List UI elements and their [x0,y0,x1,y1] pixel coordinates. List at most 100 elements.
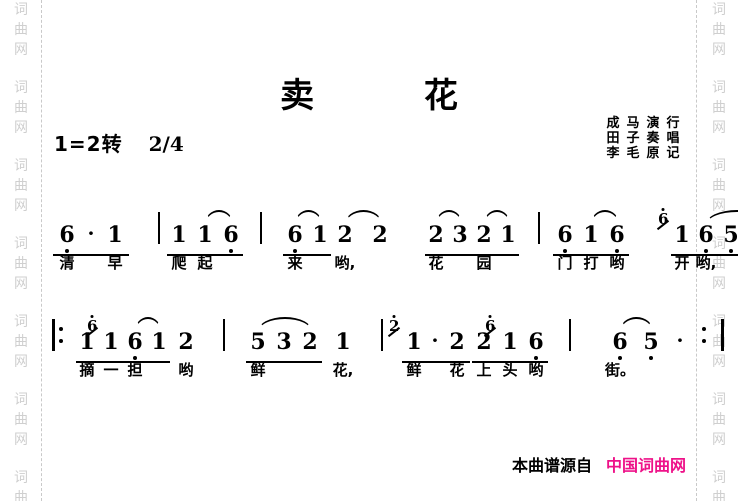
note-column: · [427,305,443,381]
note-number: 1 [103,329,119,355]
pitch-area: 2 [302,305,317,361]
credit-column-1: 行唱记 [664,116,682,161]
note-number: 6 [698,224,714,254]
octave-dot-high [661,208,665,211]
slur-arc [620,317,653,331]
watermark-char: 词 [712,470,726,486]
slur-arc [258,317,312,331]
pitch-area: 5 [723,198,738,254]
pitch-area: 1 [674,198,689,254]
repeat-barline-start [52,319,65,351]
credit-char: 毛 [626,146,640,161]
barline [158,212,160,244]
slur-arc [295,210,322,224]
note-column: · [82,198,100,274]
barline [223,319,225,351]
note-number: 1 [197,222,213,248]
note-number: 1 [406,329,422,355]
note-number: 1 [171,222,187,248]
watermark-char: 曲 [712,490,726,501]
lyric-syllable: 哟 [178,361,194,379]
lyric-syllable: 开 [674,254,690,272]
repeat-dot [702,339,706,343]
pitch-area: 2 [337,198,352,254]
watermark-char: 网 [14,42,28,58]
note-number: 6 [528,331,544,361]
note-number: 6 [127,331,143,361]
note-number: 1 [502,329,518,355]
watermark-group: 词曲网 [14,468,28,501]
note-number: 1 [312,222,328,248]
watermark-group: 词曲网 [712,390,726,450]
lyric-syllable: 门 [557,254,573,272]
repeat-dot [59,339,63,343]
watermark-char: 词 [14,2,28,18]
credit-column-3: 马子毛 [624,116,642,161]
credit-char: 奏 [646,131,660,146]
slur-arc [591,210,619,224]
note-number: 6 [609,224,625,254]
pitch-area: 6 [528,305,544,361]
note-number: 5 [643,331,659,361]
note-number: 2 [178,329,194,355]
note-column: 5 [635,305,667,381]
beam-line [53,254,129,256]
octave-dot-low [729,249,733,253]
watermark-group: 词曲网 [14,234,28,294]
note-column: 6 [218,198,244,274]
footer-site-link[interactable]: 中国词曲网 [605,456,686,475]
credit-char: 成 [606,116,620,131]
title-char-2: 花 [423,76,458,116]
lyric-syllable: 担 [127,361,143,379]
grace-note: 6 [87,315,98,335]
footer-attribution: 本曲谱源自 中国词曲网 [512,452,686,476]
slur-arc [484,210,510,224]
note-number: 2 [302,329,318,355]
gutter-rule-left [41,0,42,501]
beam-line [167,254,243,256]
watermark-char: 曲 [14,100,28,116]
lyric-syllable: 上 [476,361,492,379]
watermark-char: 网 [14,120,28,136]
key-signature: 1=2转 [54,132,123,156]
watermark-char: 词 [14,392,28,408]
title-char-1: 卖 [280,76,315,116]
pitch-area: 1 [197,198,212,254]
note-number: 6 [612,331,628,361]
watermark-char: 词 [14,314,28,330]
pitch-area: 6 [223,198,239,254]
watermark-char: 曲 [14,178,28,194]
note-number: 6 [223,224,239,254]
pitch-area: 1 [583,198,598,254]
pitch-area: 2 [428,198,443,254]
watermark-char: 网 [712,120,726,136]
watermark-char: 曲 [712,22,726,38]
octave-dot-low [133,356,137,360]
lyric-syllable: 起 [197,254,213,272]
lyric-syllable: 摘 [79,361,95,379]
beam-line [472,361,548,363]
note-number: 1 [335,329,351,355]
watermark-char: 网 [14,198,28,214]
watermark-char: 曲 [14,490,28,501]
grace-note: 6 [658,208,669,228]
pitch-area: 6 [59,198,75,254]
note-column: 1 [147,305,171,381]
credit-column-2: 演奏原 [644,116,662,161]
pitch-area: 1 [171,198,186,254]
note-number: 1 [500,222,516,248]
watermark-column-left: 词曲网词曲网词曲网词曲网词曲网词曲网词曲网 [10,0,32,501]
